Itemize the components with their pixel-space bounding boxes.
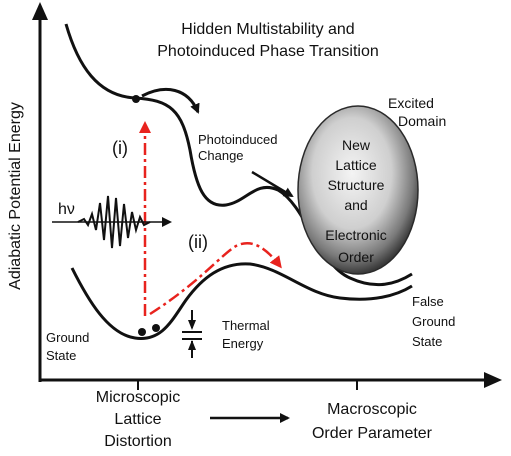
x-tick-left-line-1: Microscopic (96, 389, 180, 406)
false-ground-line-2: Ground (412, 314, 455, 329)
x-axis-arrowhead (484, 372, 502, 388)
excited-domain-line-2: Domain (398, 113, 446, 129)
label-ii: (ii) (188, 232, 208, 252)
particle-ground-left (138, 328, 146, 336)
relaxation-path-ii (149, 241, 282, 316)
title-line-2: Photoinduced Phase Transition (157, 43, 378, 60)
light-pulse-wave (77, 195, 151, 249)
new-order-line-5: Electronic (325, 227, 386, 243)
thermal-energy-line-2: Energy (222, 336, 264, 351)
thermal-energy-marker (182, 310, 202, 358)
photon-label: hν (58, 201, 75, 218)
x-tick-left-line-2: Lattice (114, 411, 161, 428)
particle-ground-right (152, 324, 160, 332)
ground-state-line-2: State (46, 348, 76, 363)
new-order-line-4: and (344, 197, 367, 213)
excited-domain-line-1: Excited (388, 95, 434, 111)
new-order-line-2: Lattice (335, 157, 376, 173)
excited-domain-ellipse (297, 105, 419, 275)
new-order-line-3: Structure (328, 177, 385, 193)
thermal-energy-line-1: Thermal (222, 318, 270, 333)
axes (32, 2, 502, 390)
title-line-1: Hidden Multistability and (181, 21, 354, 38)
false-ground-line-1: False (412, 294, 444, 309)
photoinduced-arc-arrow (141, 87, 200, 114)
y-axis-arrowhead (32, 2, 48, 20)
x-tick-right-line-1: Macroscopic (327, 401, 417, 418)
false-ground-line-3: State (412, 334, 442, 349)
photoinduced-change-line-2: Change (198, 148, 244, 163)
ground-state-line-1: Ground (46, 330, 89, 345)
new-order-line-6: Order (338, 249, 374, 265)
photoinduced-change-line-1: Photoinduced (198, 132, 278, 147)
x-tick-right-line-2: Order Parameter (312, 425, 433, 442)
particle-upper (132, 95, 140, 103)
label-i: (i) (112, 138, 128, 158)
x-tick-left-line-3: Distortion (104, 433, 172, 450)
y-axis-label: Adiabatic Potential Energy (7, 102, 24, 290)
new-order-text: New Lattice Structure and Electronic Ord… (325, 137, 386, 265)
new-order-line-1: New (342, 137, 371, 153)
photoinduced-change-arrow (251, 170, 294, 198)
lower-potential-curve (70, 262, 413, 340)
